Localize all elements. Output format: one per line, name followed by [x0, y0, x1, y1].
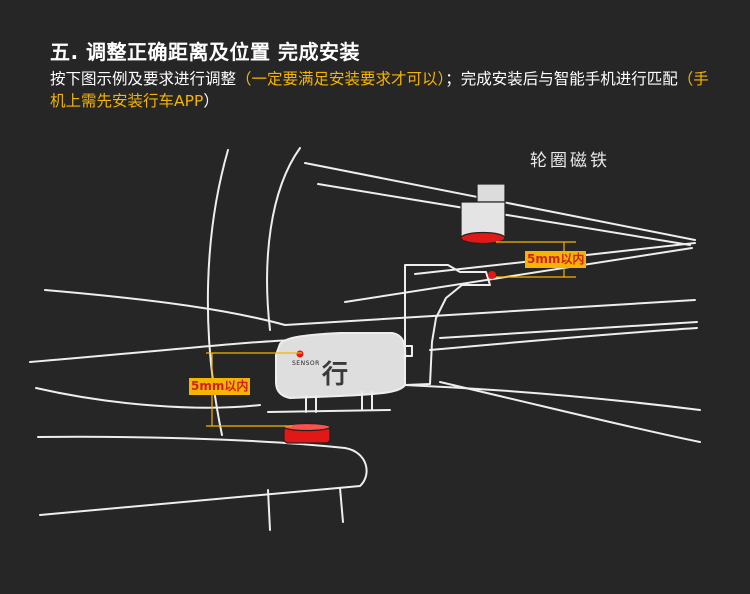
- instruction-note-1: （一定要满足安装要求才可以）: [236, 70, 446, 88]
- spoke-magnet: [283, 422, 331, 444]
- sensor-logo: 行: [322, 360, 349, 390]
- rim-magnet: [460, 183, 506, 245]
- instruction-part-3: ）: [203, 92, 219, 110]
- pod-sensor-dot: [296, 350, 304, 358]
- chainstay-edge-2: [339, 487, 344, 523]
- magnet-label: 轮圈磁铁: [530, 151, 610, 171]
- instruction-text: 按下图示例及要求进行调整（一定要满足安装要求才可以）；完成安装后与智能手机进行匹…: [50, 68, 710, 112]
- gap-label-bottom: 5mm以内: [189, 378, 251, 395]
- sensor-text: SENSOR: [292, 360, 320, 367]
- chainstay-edge: [267, 489, 271, 531]
- frame-line-5: [404, 384, 701, 411]
- chainstay: [37, 435, 368, 516]
- instruction-part-2: ；完成安装后与智能手机进行匹配: [445, 70, 678, 88]
- frame-line-2: [29, 339, 296, 363]
- bracket-sensor-dot: [488, 271, 496, 279]
- frame-line-6: [439, 381, 701, 443]
- sensor-strap: [305, 391, 373, 413]
- section-heading: 五. 调整正确距离及位置 完成安装: [50, 40, 361, 64]
- instruction-note-2: （手机上需先安装行车APP: [50, 70, 709, 110]
- frame-line-1: [44, 289, 696, 326]
- frame-line-4: [439, 321, 698, 339]
- spoke-4: [344, 247, 693, 303]
- instruction-part-1: 按下图示例及要求进行调整: [50, 70, 237, 88]
- sensor-body: [275, 332, 407, 399]
- gap-label-top: 5mm以内: [525, 251, 587, 268]
- wheel-rim-inner: [266, 147, 301, 331]
- magnet-red-face: [460, 231, 506, 245]
- frame-line-7: [35, 387, 261, 409]
- sensor-strap-band: [267, 409, 391, 413]
- mount-bracket: [404, 264, 491, 386]
- frame-line-3: [429, 327, 698, 351]
- sensor-clip: [403, 345, 413, 357]
